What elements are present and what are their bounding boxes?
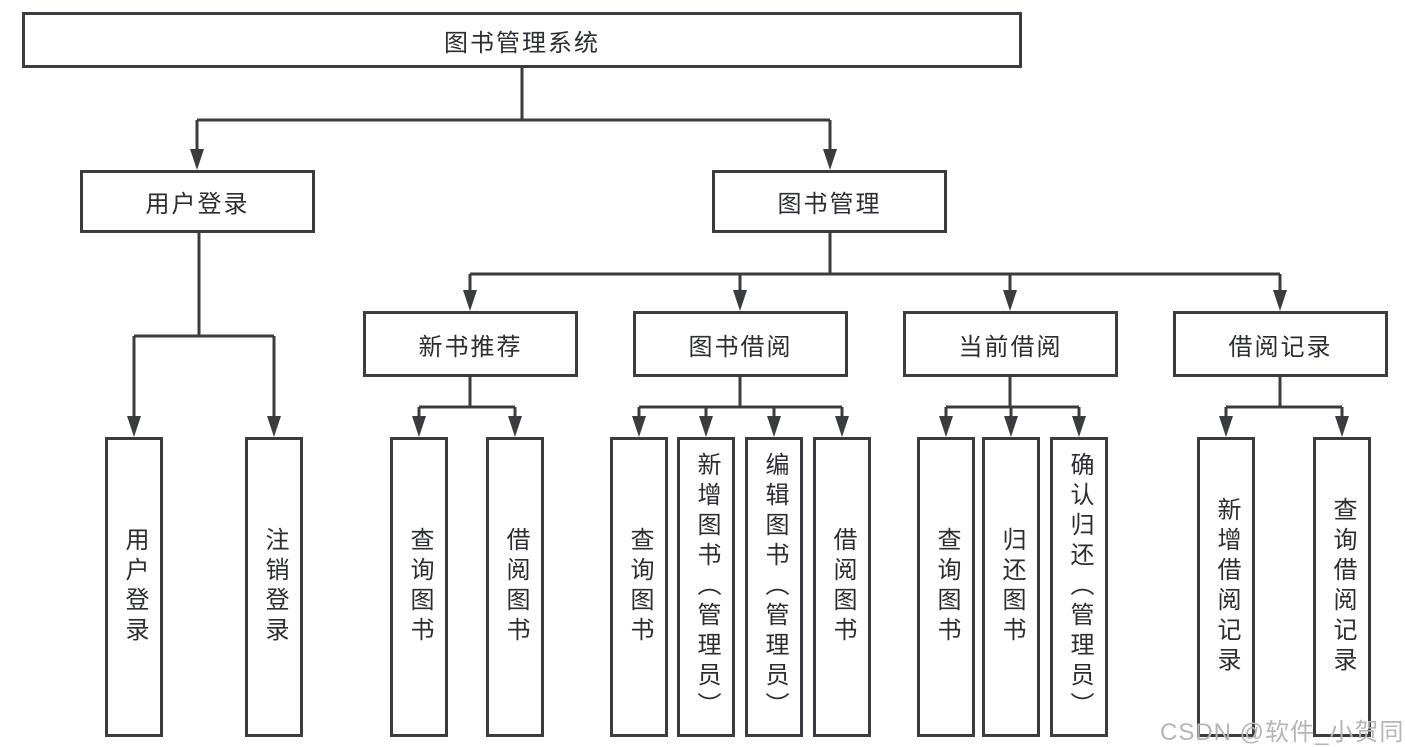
node-borrow-records: 借阅记录 <box>1173 311 1388 377</box>
leaf-add-borrow-record: 新增借阅记录 <box>1197 437 1255 737</box>
node-book-borrow: 图书借阅 <box>633 311 848 377</box>
leaf-user-login: 用户登录 <box>105 437 163 737</box>
node-library-system: 图书管理系统 <box>22 12 1022 68</box>
node-user-login: 用户登录 <box>80 170 315 233</box>
arrowhead <box>508 416 522 437</box>
leaf-confirm-return-admin: 确认归还（管理员） <box>1050 437 1108 737</box>
arrowhead <box>463 290 477 311</box>
arrowhead <box>1219 416 1233 437</box>
arrowhead <box>1335 416 1349 437</box>
arrowhead <box>1273 290 1287 311</box>
node-new-book-recommend: 新书推荐 <box>363 311 578 377</box>
node-label: 图书管理系统 <box>444 29 600 57</box>
connector-borrowmod-split <box>637 377 844 420</box>
arrowheads <box>127 149 1349 437</box>
leaf-query-books-current: 查询图书 <box>917 437 975 737</box>
leaf-query-books-recommend: 查询图书 <box>390 437 448 737</box>
leaf-return-books: 归还图书 <box>982 437 1040 737</box>
connector-root-to-level2 <box>195 68 832 152</box>
node-label: 用户登录 <box>145 191 250 218</box>
arrowhead <box>1003 290 1017 311</box>
node-label: 新书推荐 <box>418 333 523 361</box>
node-label: 图书管理 <box>777 191 882 218</box>
arrowhead <box>1004 416 1018 437</box>
connector-current-split <box>944 377 1081 420</box>
node-book-management: 图书管理 <box>712 170 947 233</box>
node-label: 借阅记录 <box>1228 333 1333 361</box>
leaf-logout: 注销登录 <box>245 437 303 737</box>
leaf-edit-book-admin: 编辑图书（管理员） <box>745 437 803 737</box>
node-label: 当前借阅 <box>958 333 1063 361</box>
arrowhead <box>699 416 713 437</box>
node-current-borrow: 当前借阅 <box>903 311 1118 377</box>
leaf-add-book-admin: 新增图书（管理员） <box>677 437 735 737</box>
arrowhead <box>190 149 204 170</box>
arrowhead <box>1072 416 1086 437</box>
arrowhead <box>412 416 426 437</box>
arrowhead <box>767 416 781 437</box>
arrowhead <box>267 416 281 437</box>
leaf-borrow-books-recommend: 借阅图书 <box>486 437 544 737</box>
connector-records-split <box>1224 377 1344 420</box>
csdn-watermark: CSDN @软件_小贺同学 <box>1160 719 1405 746</box>
arrowhead <box>835 416 849 437</box>
arrowhead <box>127 416 141 437</box>
connector-newbook-split <box>417 377 517 420</box>
arrowhead <box>733 290 747 311</box>
connector-userlogin-split <box>132 233 276 420</box>
connector-bookmgmt-split <box>468 233 1282 294</box>
arrowhead <box>939 416 953 437</box>
leaf-query-borrow-record: 查询借阅记录 <box>1313 437 1371 737</box>
leaf-query-books-borrow: 查询图书 <box>610 437 668 737</box>
arrowhead <box>823 149 837 170</box>
leaf-borrow-books: 借阅图书 <box>813 437 871 737</box>
node-label: 图书借阅 <box>688 333 793 361</box>
arrowhead <box>632 416 646 437</box>
